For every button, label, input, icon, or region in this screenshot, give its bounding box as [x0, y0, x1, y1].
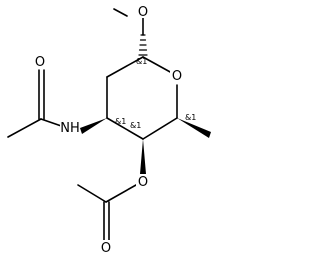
molecule-structure: O O O NH O O &1 &1 &1 &1 [7, 4, 211, 256]
bond-anomeric-ring-oxygen [142, 56, 173, 74]
wedge-c3-nitrogen [80, 118, 107, 134]
stereo-label-anomeric: &1 [136, 57, 147, 66]
ester-carbonyl-oxygen-label: O [101, 241, 111, 256]
bond-ester-oxygen-carbonyl [105, 184, 137, 203]
wedge-c4-ester-oxygen [140, 139, 146, 174]
bond-anomeric-c2 [106, 56, 144, 78]
ester-oxygen-label: O [138, 175, 148, 190]
methoxy-oxygen-label: O [138, 5, 148, 20]
bond-c3-c4 [106, 117, 144, 140]
amide-nitrogen-label: NH [60, 121, 80, 136]
bond-carbonyl-methyl [7, 118, 42, 138]
stereo-label-ester-carbon: &1 [130, 121, 141, 130]
wedge-c5-methyl [177, 118, 211, 138]
stereo-label-amide-carbon: &1 [115, 117, 126, 126]
stereo-label-methyl-carbon: &1 [185, 113, 196, 122]
bond-c4-c5 [142, 117, 178, 140]
bond-methyl-methoxy-oxygen [113, 8, 128, 17]
bond-carbonyl-acetyl-methyl [77, 184, 107, 203]
acetamide-oxygen-label: O [35, 55, 45, 70]
ring-oxygen-label: O [172, 69, 182, 84]
hashed-wedge-anomeric [138, 34, 148, 56]
